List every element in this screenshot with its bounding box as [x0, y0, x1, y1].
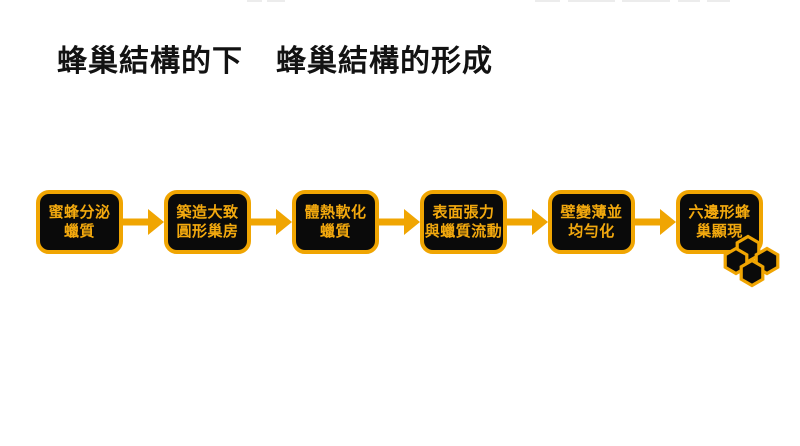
- edge-artifact: [247, 0, 262, 2]
- arrow-right-icon: [507, 209, 548, 235]
- flow-step-2: 築造大致 圓形巢房: [164, 190, 251, 254]
- flow-step-5: 壁變薄並 均勻化: [548, 190, 635, 254]
- flow-step-1: 蜜蜂分泌 蠟質: [36, 190, 123, 254]
- flow-step-3-line2: 蠟質: [319, 223, 351, 240]
- flow-step-2-line1: 築造大致: [176, 204, 239, 221]
- flow-step-3: 體熱軟化 蠟質: [292, 190, 379, 254]
- edge-artifact: [707, 0, 730, 2]
- edge-artifact: [678, 0, 700, 2]
- arrow-right-icon: [635, 209, 676, 235]
- flow-step-4: 表面張力 與蠟質流動: [420, 190, 507, 254]
- edge-artifact: [267, 0, 285, 2]
- screenshot-edge-artifacts: [0, 0, 800, 3]
- flow-step-6-line2: 巢顯現: [696, 223, 743, 240]
- process-flow: 蜜蜂分泌 蠟質 築造大致 圓形巢房 體熱軟化 蠟質 表面張力 與蠟質流動: [36, 190, 763, 254]
- flow-step-3-line1: 體熱軟化: [304, 204, 367, 221]
- flow-step-6: 六邊形蜂 巢顯現: [676, 190, 763, 254]
- flow-step-2-line2: 圓形巢房: [176, 223, 239, 240]
- flow-step-1-line1: 蜜蜂分泌: [48, 204, 111, 221]
- honeycomb-icon: [723, 234, 780, 288]
- flow-step-5-line1: 壁變薄並: [560, 204, 623, 221]
- arrow-right-icon: [123, 209, 164, 235]
- edge-artifact: [622, 0, 670, 2]
- flow-step-6-line1: 六邊形蜂: [688, 204, 751, 221]
- flow-step-5-line2: 均勻化: [568, 223, 615, 240]
- page-title-part1: 蜂巢結構的下: [57, 45, 243, 78]
- arrow-right-icon: [251, 209, 292, 235]
- page-title: 蜂巢結構的下 蜂巢結構的形成: [57, 44, 493, 80]
- edge-artifact: [568, 0, 615, 2]
- arrow-right-icon: [379, 209, 420, 235]
- edge-artifact: [535, 0, 560, 2]
- flow-step-1-line2: 蠟質: [63, 223, 95, 240]
- page-title-part2: 蜂巢結構的形成: [276, 45, 493, 78]
- flow-step-4-line1: 表面張力: [432, 204, 495, 221]
- flow-step-4-line2: 與蠟質流動: [424, 223, 503, 240]
